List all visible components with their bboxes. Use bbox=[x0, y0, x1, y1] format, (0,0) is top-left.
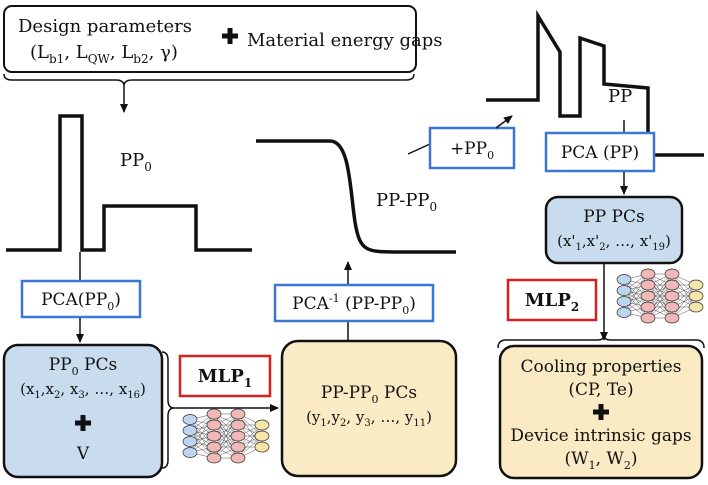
connector-to-plus-pp0 bbox=[407, 143, 431, 155]
network-edge bbox=[213, 413, 239, 448]
cooling-properties-box: Cooling properties (CP, Te) Device intri… bbox=[498, 344, 704, 480]
network-node bbox=[182, 425, 198, 436]
pca-inverse-label: PCA-1 (PP-PP0) bbox=[292, 292, 416, 317]
network-node bbox=[616, 307, 632, 318]
pp0-pcs-components: (x1,x2, x3, …, x16) bbox=[20, 380, 146, 401]
diff-pcs-components: (y1,y2, y3, …, y11) bbox=[306, 408, 432, 429]
network-node bbox=[640, 268, 656, 280]
network-edge bbox=[671, 284, 697, 319]
intrinsic-gaps-values: (W1, W2) bbox=[564, 449, 637, 472]
pp-pcs-title: PP PCs bbox=[583, 207, 644, 227]
network-edge bbox=[189, 424, 215, 453]
cooling-values: (CP, Te) bbox=[568, 380, 633, 400]
network-node bbox=[640, 312, 656, 324]
pca-pp-label: PCA (PP) bbox=[561, 143, 639, 163]
network-node bbox=[182, 447, 198, 458]
pp0-pcs-box: PP0 PCs (x1,x2, x3, …, x16) V bbox=[2, 343, 164, 479]
brace bbox=[3, 73, 415, 87]
network-node bbox=[664, 290, 680, 302]
network-node bbox=[230, 452, 246, 464]
network-edge bbox=[623, 273, 649, 313]
pp-label: PP bbox=[608, 86, 632, 107]
pca-pp0-box: PCA(PP0) bbox=[20, 279, 142, 319]
network-node bbox=[182, 436, 198, 447]
network-node bbox=[254, 419, 270, 431]
plus-icon bbox=[75, 415, 91, 431]
network-node bbox=[664, 312, 680, 324]
material-energy-gaps: Material energy gaps bbox=[247, 30, 443, 51]
mlp1-label: MLP1 bbox=[198, 366, 252, 390]
plus-icon bbox=[222, 28, 238, 44]
network-node bbox=[616, 296, 632, 307]
brace bbox=[161, 351, 175, 469]
network-edge bbox=[213, 424, 239, 459]
network-edge bbox=[623, 273, 649, 302]
network-node bbox=[640, 279, 656, 291]
network-node bbox=[688, 290, 704, 302]
plus-pp0-label: +PP0 bbox=[450, 139, 494, 162]
network-node bbox=[688, 301, 704, 313]
network-node bbox=[640, 301, 656, 313]
network-edge bbox=[237, 424, 263, 459]
network-node bbox=[254, 430, 270, 442]
pca-pp-box: PCA (PP) bbox=[544, 131, 656, 173]
network-node bbox=[206, 441, 222, 453]
network-node bbox=[640, 290, 656, 302]
network-node bbox=[230, 430, 246, 442]
diff-pcs-box: PP-PP0 PCs (y1,y2, y3, …, y11) bbox=[280, 339, 458, 478]
pp0-label: PP0 bbox=[120, 150, 152, 174]
network-node bbox=[230, 441, 246, 453]
design-parameters-title: Design parameters bbox=[18, 16, 192, 37]
mlp2-label: MLP2 bbox=[525, 290, 579, 314]
design-parameters-box: Design parameters (Lb1, LQW, Lb2, γ) Mat… bbox=[3, 5, 443, 87]
network-node bbox=[664, 301, 680, 313]
network-node bbox=[230, 408, 246, 420]
plus-icon bbox=[593, 404, 609, 420]
network-edge bbox=[623, 284, 649, 313]
network-edge bbox=[189, 413, 215, 442]
diff-pcs-title: PP-PP0 PCs bbox=[321, 383, 417, 406]
pca-inverse-box: PCA-1 (PP-PP0) bbox=[273, 283, 435, 323]
pp-minus-pp0-curve bbox=[256, 139, 456, 254]
network-node bbox=[206, 430, 222, 442]
voltage-v: V bbox=[76, 444, 90, 464]
pp-minus-pp0-label: PP-PP0 bbox=[376, 190, 437, 214]
cooling-title: Cooling properties bbox=[521, 357, 682, 377]
plus-pp0-box: +PP0 bbox=[428, 126, 516, 170]
pca-pp0-label: PCA(PP0) bbox=[41, 290, 121, 313]
network-node bbox=[688, 279, 704, 291]
design-parameters-list: (Lb1, LQW, Lb2, γ) bbox=[30, 42, 178, 66]
arrow-plus-to-pp bbox=[495, 115, 513, 129]
network-node bbox=[206, 419, 222, 431]
network-node bbox=[664, 268, 680, 280]
pp-profile-curve bbox=[486, 9, 704, 157]
network-node bbox=[254, 441, 270, 453]
pp-pcs-components: (x'1,x'2, …, x'19) bbox=[557, 232, 671, 253]
network-node bbox=[616, 274, 632, 285]
network-node bbox=[182, 414, 198, 425]
neural-network-icon bbox=[616, 268, 704, 324]
network-node bbox=[206, 408, 222, 420]
pp-pcs-box: PP PCs (x'1,x'2, …, x'19) bbox=[544, 195, 684, 265]
mlp2-box: MLP2 bbox=[506, 278, 598, 322]
mlp1-box: MLP1 bbox=[178, 354, 272, 398]
brace bbox=[497, 333, 705, 349]
neural-network-icon bbox=[182, 408, 270, 464]
network-node bbox=[664, 279, 680, 291]
pp0-pcs-title: PP0 PCs bbox=[49, 355, 117, 378]
network-node bbox=[230, 419, 246, 431]
network-edge bbox=[189, 413, 215, 453]
network-edge bbox=[647, 273, 673, 308]
intrinsic-gaps-title: Device intrinsic gaps bbox=[510, 426, 691, 446]
network-edge bbox=[647, 284, 673, 319]
network-node bbox=[616, 285, 632, 296]
pp0-profile-curve bbox=[6, 114, 252, 252]
network-node bbox=[206, 452, 222, 464]
